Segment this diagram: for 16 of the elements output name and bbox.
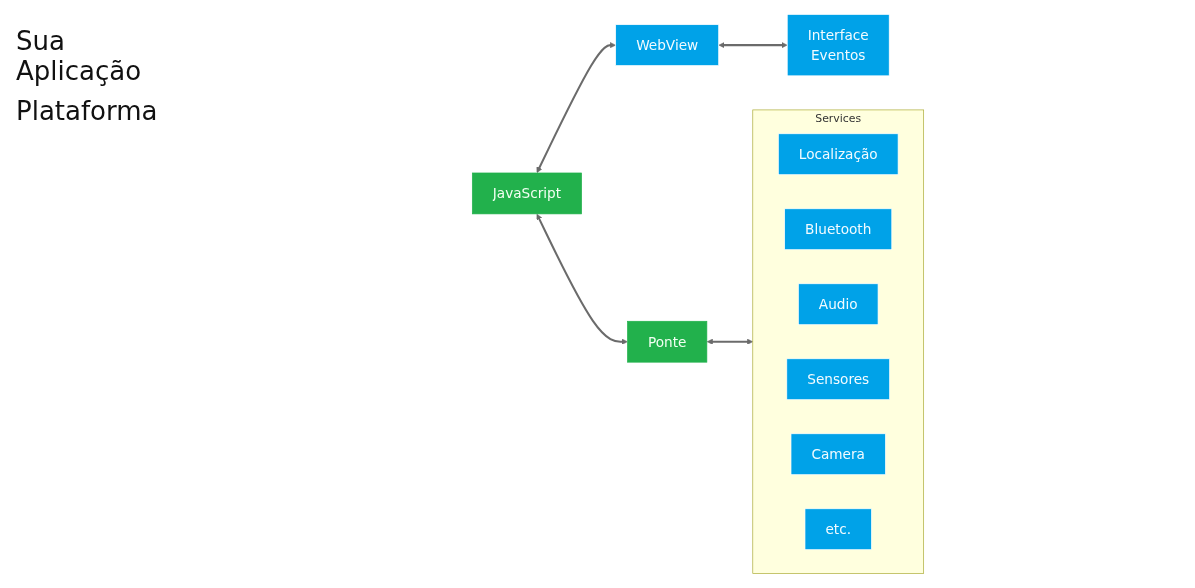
arrow [536, 213, 628, 345]
node-box: Ponte [626, 320, 707, 363]
node-box: Sensores [785, 358, 890, 400]
heading-label: Sua Aplicação [16, 26, 143, 86]
node-box: JavaScript [471, 172, 582, 215]
arrow [718, 42, 787, 49]
arrow [706, 338, 753, 345]
node-box: Camera [790, 433, 886, 475]
node-box: etc. [804, 508, 872, 550]
node-box: Localização [777, 133, 898, 175]
node-box: Audio [797, 283, 878, 325]
heading-label: Plataforma [16, 96, 159, 126]
node-box: Interface Eventos [786, 14, 890, 77]
node-box: Bluetooth [783, 208, 892, 250]
arrow [536, 42, 616, 173]
node-box: WebView [614, 24, 719, 66]
